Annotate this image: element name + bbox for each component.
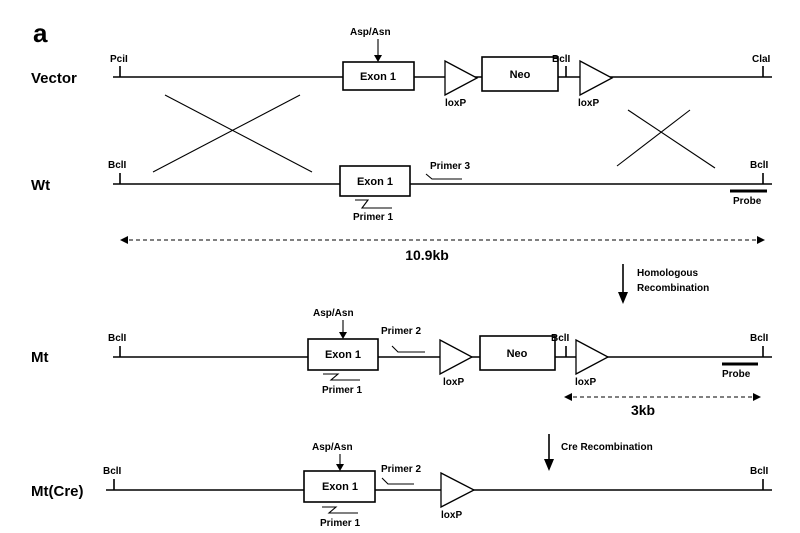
mt-primer2-arrow xyxy=(391,345,425,353)
wt-exon1-label: Exon 1 xyxy=(357,176,393,188)
homologous-label-line1: Homologous xyxy=(637,268,699,279)
wt-primer3-arrow xyxy=(425,173,462,180)
vector-mid-site-label: BclI xyxy=(552,54,571,65)
wt-row-label: Wt xyxy=(31,177,50,194)
mt-exon1-label: Exon 1 xyxy=(325,349,361,361)
wt-exon1-box xyxy=(339,165,411,197)
mt-neo-label: Neo xyxy=(507,348,528,360)
wt-distance-right-arrowhead xyxy=(757,236,765,244)
vector-neo-label: Neo xyxy=(510,69,531,81)
mt-row: Mt BclI BclI Asp/Asn Exon 1 Primer 1 Pri… xyxy=(31,308,772,418)
mt-mid-site-label: BclI xyxy=(551,333,570,344)
vector-loxp-2 xyxy=(579,59,614,97)
vector-loxp-1 xyxy=(444,59,479,97)
mt-mutation-arrowhead xyxy=(339,332,347,339)
mt-cre-left-site-label: BclI xyxy=(103,466,122,477)
wt-primer1-arrow xyxy=(355,199,392,209)
mt-cre-right-site-label: BclI xyxy=(750,466,769,477)
vector-right-site-label: ClaI xyxy=(752,54,771,65)
mt-right-site-label: BclI xyxy=(750,333,769,344)
mt-distance-left-arrowhead xyxy=(564,393,572,401)
mt-exon1-box xyxy=(307,338,379,371)
crossover-right-a xyxy=(627,109,716,169)
crossover-marks xyxy=(152,94,716,173)
cre-label: Cre Recombination xyxy=(561,442,653,453)
mt-primer1-arrow xyxy=(323,373,360,381)
crossover-left-a xyxy=(164,94,313,173)
mt-cre-primer2-label: Primer 2 xyxy=(381,464,421,475)
mt-primer1-label: Primer 1 xyxy=(322,385,362,396)
vector-row-label: Vector xyxy=(31,70,77,87)
mt-cre-exon1-box xyxy=(303,470,376,503)
vector-mutation-label: Asp/Asn xyxy=(350,27,391,38)
mt-cre-mutation-label: Asp/Asn xyxy=(312,442,353,453)
wt-primer1-label: Primer 1 xyxy=(353,212,393,223)
wt-right-site-label: BclI xyxy=(750,160,769,171)
vector-loxp-2-label: loxP xyxy=(578,98,599,109)
mt-probe-label: Probe xyxy=(722,369,751,380)
vector-neo-box xyxy=(481,56,559,92)
mt-cre-exon1-label: Exon 1 xyxy=(322,481,358,493)
vector-exon1-box xyxy=(342,61,415,91)
panel-label: a xyxy=(33,18,48,48)
mt-cre-primer1-label: Primer 1 xyxy=(320,518,360,529)
mt-loxp-2-label: loxP xyxy=(575,377,596,388)
vector-row: Vector PciI ClaI Asp/Asn Exon 1 loxP Neo… xyxy=(31,27,772,109)
mt-loxp-2 xyxy=(575,338,610,376)
mt-distance-right-arrowhead xyxy=(753,393,761,401)
mt-neo-box xyxy=(479,335,556,371)
mt-cre-row: Mt(Cre) BclI BclI Asp/Asn Exon 1 Primer … xyxy=(31,442,772,529)
mt-loxp-1-label: loxP xyxy=(443,377,464,388)
mt-cre-loxp-label: loxP xyxy=(441,510,462,521)
mt-cre-mutation-arrowhead xyxy=(336,464,344,471)
mt-row-label: Mt xyxy=(31,349,49,366)
mt-distance-label: 3kb xyxy=(631,402,655,418)
vector-exon1-label: Exon 1 xyxy=(360,71,396,83)
homologous-step: Homologous Recombination xyxy=(618,264,709,304)
mt-cre-row-label: Mt(Cre) xyxy=(31,483,84,500)
mt-loxp-1 xyxy=(439,338,474,376)
vector-left-site-label: PciI xyxy=(110,54,128,65)
wt-left-site-label: BclI xyxy=(108,160,127,171)
wt-row: Wt BclI BclI Exon 1 Primer 1 Primer 3 Pr… xyxy=(31,160,772,263)
mt-cre-primer1-arrow xyxy=(322,506,358,514)
mt-cre-primer2-arrow xyxy=(381,477,414,485)
crossover-right-b xyxy=(616,109,691,167)
homologous-label-line2: Recombination xyxy=(637,283,709,294)
crossover-left-b xyxy=(152,94,301,173)
wt-distance-label: 10.9kb xyxy=(405,247,449,263)
cre-step: Cre Recombination xyxy=(544,434,653,471)
mt-primer2-label: Primer 2 xyxy=(381,326,421,337)
vector-mutation-arrowhead xyxy=(374,55,382,62)
mt-cre-loxp xyxy=(440,471,476,509)
mt-left-site-label: BclI xyxy=(108,333,127,344)
cre-arrowhead xyxy=(544,459,554,471)
wt-probe-label: Probe xyxy=(733,196,762,207)
mt-mutation-label: Asp/Asn xyxy=(313,308,354,319)
homologous-arrowhead xyxy=(618,292,628,304)
vector-loxp-1-label: loxP xyxy=(445,98,466,109)
wt-primer3-label: Primer 3 xyxy=(430,161,470,172)
wt-distance-left-arrowhead xyxy=(120,236,128,244)
